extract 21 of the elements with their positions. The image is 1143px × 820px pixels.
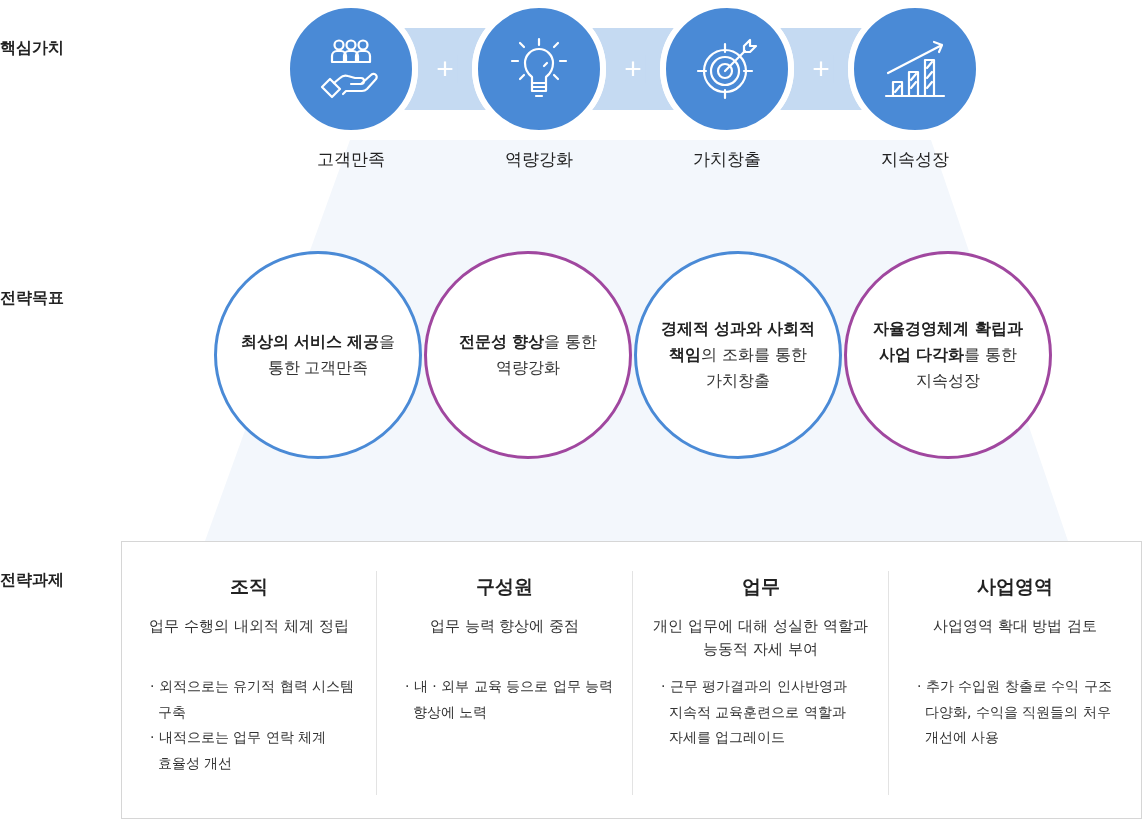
value-label: 고객만족 [317, 148, 385, 170]
column-subheading: 업무 능력 향상에 중점 [429, 616, 580, 637]
bullet-item: · 내적으로는 업무 연락 체계 효율성 개선 [150, 728, 328, 773]
value-label: 지속성장 [881, 148, 949, 170]
value-label: 역량강화 [505, 148, 573, 170]
column-heading: 업무 [741, 574, 780, 599]
column-subheading: 개인 업무에 대해 성실한 역할과 능동적 자세 부여 [652, 616, 869, 660]
column-subheading: 업무 수행의 내외적 체계 정립 [149, 616, 349, 637]
bullet-item: · 근무 평가결과의 인사반영과 지속적 교육훈련으로 역할과 자세를 업그레이드 [661, 677, 848, 747]
column-heading: 조직 [230, 574, 268, 599]
section-label: 핵심가치 [0, 37, 64, 59]
column-subheading: 사업영역 확대 방법 검토 [932, 616, 1098, 637]
bullet-item: · 외적으로는 유기적 협력 시스템 구축 [150, 677, 356, 722]
bullet-item: · 내 · 외부 교육 등으로 업무 능력 향상에 노력 [405, 677, 615, 722]
section-label: 전략과제 [0, 569, 64, 591]
bullet-item: · 추가 수입원 창출로 수익 구조 다양화, 수익을 직원들의 처우 개선에 사용 [917, 677, 1113, 747]
column-heading: 구성원 [476, 574, 533, 599]
task-panel [121, 541, 1142, 819]
section-label: 전략목표 [0, 287, 64, 309]
value-label: 가치창출 [693, 148, 761, 170]
column-heading: 사업영역 [977, 574, 1053, 599]
